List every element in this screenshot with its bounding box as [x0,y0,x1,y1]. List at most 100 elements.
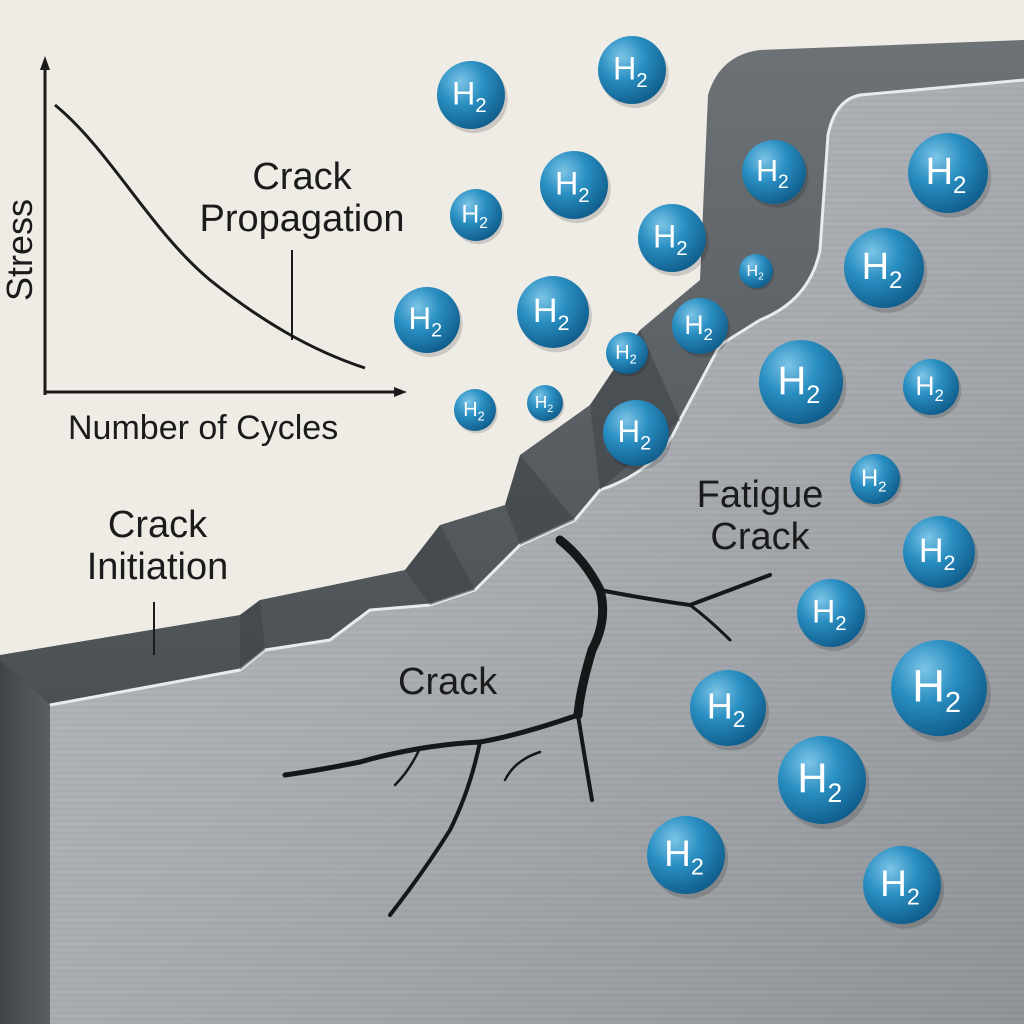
crack-label-text: Crack [398,661,498,703]
h2-label: H2 [535,393,553,415]
h2-molecule: H2 [606,332,650,377]
metal-edge-highlight [49,78,1024,707]
x-axis-label-text: Number of Cycles [68,409,339,447]
h2-molecule: H2 [437,61,508,134]
h2-label: H2 [613,51,648,93]
h2-sphere [863,846,941,924]
h2-molecule: H2 [891,640,991,742]
crack-initiation-label: Crack Initiation [65,504,250,589]
metal-top-surface [0,40,1024,705]
h2-molecule: H2 [797,579,868,652]
h2-sphere [903,516,975,588]
h2-label: H2 [461,201,488,232]
h2-sphere [527,385,563,421]
h2-molecule: H2 [603,400,672,470]
x-axis-arrow [394,387,407,397]
y-axis-arrow [40,56,50,70]
h2-label: H2 [915,371,944,405]
h2-sphere [778,736,866,824]
h2-label: H2 [615,342,636,367]
h2-sphere [672,298,728,354]
h2-label: H2 [618,414,652,454]
h2-sphere [797,579,865,647]
h2-label: H2 [777,359,820,409]
h2-molecule: H2 [742,140,809,208]
h2-label: H2 [533,292,570,335]
fatigue-line1: Fatigue [696,474,824,516]
fatigue-crack-label: Fatigue Crack [680,474,840,559]
h2-label: H2 [861,465,887,496]
metal-left-side [0,660,50,1024]
h2-sphere [638,204,706,272]
h2-sphere [540,151,608,219]
h2-label: H2 [912,660,961,719]
h2-molecule: H2 [454,389,498,434]
h2-molecule: H2 [394,287,463,357]
h2-molecule: H2 [638,204,709,277]
h2-sphere [908,133,988,213]
h2-molecule: H2 [450,189,505,245]
h2-sphere [450,189,502,241]
h2-sphere [454,389,496,431]
h2-sphere [517,276,589,348]
h2-label: H2 [463,399,484,424]
h2-sphere [437,61,505,129]
h2-molecule: H2 [759,340,847,430]
h2-label: H2 [555,166,590,208]
propagation-line1: Crack [252,156,352,198]
h2-label: H2 [653,219,688,261]
h2-label: H2 [862,246,903,294]
h2-molecule: H2 [517,276,592,353]
h2-label: H2 [812,594,847,636]
h2-label: H2 [664,833,704,880]
h2-molecule: H2 [778,736,870,830]
h2-sphere [647,816,725,894]
fatigue-line2: Crack [710,515,810,558]
h2-molecule: H2 [527,385,565,424]
h2-molecule: H2 [908,133,992,218]
h2-label: H2 [926,151,967,199]
h2-molecule: H2 [540,151,611,224]
h2-label: H2 [756,154,789,193]
h2-molecule: H2 [647,816,729,899]
h2-sphere [759,340,843,424]
h2-label: H2 [684,310,713,344]
h2-sphere [603,400,669,466]
stress-cycles-graph [40,56,407,397]
h2-label: H2 [880,863,920,910]
h2-sphere [891,640,987,736]
h2-label: H2 [797,754,842,808]
initiation-line2: Initiation [86,545,229,588]
propagation-line2: Propagation [199,197,405,240]
h2-molecule: H2 [863,846,945,929]
h2-sphere [742,140,806,204]
h2-molecule: H2 [672,298,731,358]
h2-sphere [598,36,666,104]
h2-sphere [844,228,924,308]
h2-molecule: H2 [690,670,770,751]
h2-molecule: H2 [903,516,978,593]
h2-label: H2 [747,262,765,283]
sn-curve [54,103,366,370]
h2-sphere [394,287,460,353]
h2-label: H2 [707,686,746,732]
crack-label: Crack [398,661,498,704]
h2-sphere [850,454,900,504]
y-axis-label: Stress [0,175,41,325]
y-axis-label-text: Stress [0,198,41,302]
crack-propagation-label: Crack Propagation [182,156,422,241]
h2-label: H2 [452,76,487,118]
h2-label: H2 [409,301,443,341]
x-axis-label: Number of Cycles [68,409,339,447]
h2-molecule: H2 [850,454,902,507]
crack [282,535,772,917]
h2-molecule: H2 [739,254,775,291]
h2-molecule: H2 [598,36,669,109]
h2-sphere [690,670,766,746]
h2-molecule: H2 [903,359,962,419]
h2-label: H2 [919,532,956,575]
h2-sphere [739,254,773,288]
